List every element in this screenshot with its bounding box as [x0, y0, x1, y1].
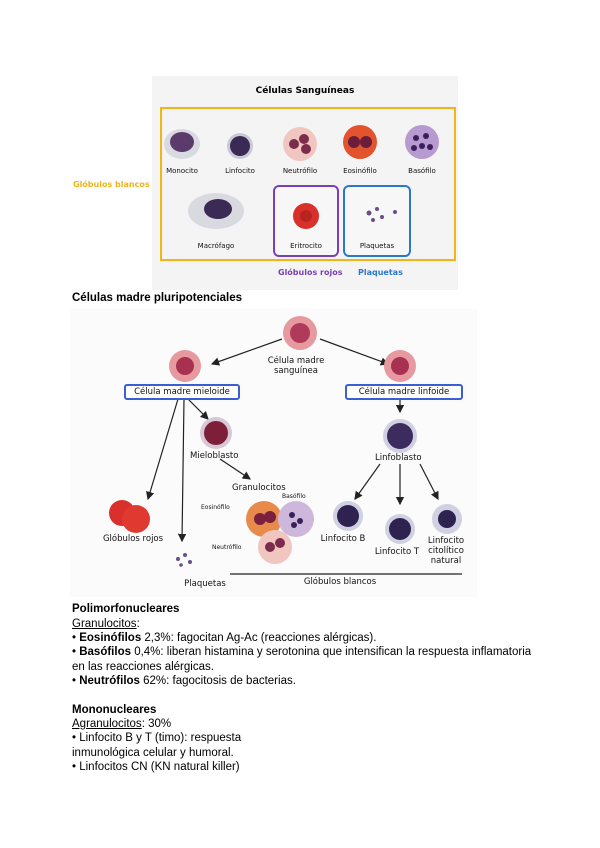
- neutrophil-label: Neutrófilo: [212, 544, 242, 551]
- figure1-cells: [164, 125, 439, 229]
- myeloid-box: Célula madre mieloide: [124, 384, 240, 400]
- poly-item-bold: Eosinófilos: [79, 632, 142, 644]
- poly-item-bold: Neutrófilos: [79, 675, 140, 687]
- cell-label-monocyte: Monocito: [166, 167, 198, 175]
- cell-label-neutrophil: Neutrófilo: [282, 167, 318, 175]
- erythrocyte-cell: [293, 203, 319, 229]
- platelets-label: Plaquetas: [358, 268, 403, 277]
- mono-line-2: inmunológica celular y humoral.: [72, 747, 234, 759]
- cell-label-lymphocyte: Linfocito: [225, 167, 255, 175]
- cell-label-basophil: Basófilo: [408, 167, 436, 175]
- poly-item-bold: Basófilos: [79, 646, 131, 658]
- red-cells-label-2: Glóbulos rojos: [102, 534, 164, 544]
- lymphoblast-label: Linfoblasto: [375, 453, 422, 463]
- basophil-label: Basófilo: [282, 493, 306, 500]
- cell-label-erythrocyte: Eritrocito: [290, 242, 322, 250]
- cell-label-eosinophil: Eosinófilo: [343, 167, 377, 175]
- lymphocyte-t-label: Linfocito T: [374, 547, 420, 557]
- figure1-title: Células Sanguíneas: [255, 86, 355, 96]
- poly-heading: Polimorfonucleares: [72, 603, 180, 615]
- eosinophil-label: Eosinófilo: [201, 504, 230, 511]
- mono-subheading-rest: : 30%: [141, 718, 172, 730]
- red-cells-label: Glóbulos rojos: [278, 268, 343, 277]
- nk-label: Linfocito citolítico natural: [427, 536, 465, 566]
- poly-item-neutrophils: • Neutrófilos 62%: fagocitosis de bacter…: [72, 675, 296, 687]
- white-cells-label: Glóbulos blancos: [73, 180, 150, 189]
- poly-subheading-line: Granulocitos:: [72, 618, 140, 630]
- stem-cell-label: Célula madre sanguínea: [267, 356, 325, 376]
- myeloblast-label: Mieloblasto: [190, 451, 239, 461]
- macrophage-cell: [188, 193, 244, 229]
- mono-heading: Mononucleares: [72, 704, 157, 716]
- eosinophil-cell: [343, 125, 377, 159]
- platelets-box: [343, 185, 411, 257]
- lymphocyte-cell: [227, 133, 253, 159]
- mono-subheading-line: Agranulocitos: 30%: [72, 717, 542, 732]
- hematopoiesis-diagram: [109, 316, 462, 575]
- mono-subheading: Agranulocitos: [72, 718, 142, 730]
- poly-item-text: 0,4%: liberan histamina y serotonina que…: [72, 646, 532, 673]
- mono-line-1: • Linfocito B y T (timo): respuesta: [72, 732, 242, 744]
- mono-line-3: • Linfocitos CN (KN natural killer): [72, 761, 240, 773]
- cell-label-platelets: Plaquetas: [359, 242, 395, 250]
- poly-item-basophils: • Basófilos 0,4%: liberan histamina y se…: [72, 646, 532, 673]
- poly-item-text: 2,3%: fagocitan Ag-Ac (reacciones alérgi…: [141, 632, 377, 644]
- granulocytes-label: Granulocitos: [232, 483, 286, 493]
- platelets-label-2: Plaquetas: [184, 579, 226, 589]
- lymphoid-box: Célula madre linfoide: [345, 384, 463, 400]
- platelets-cells: [366, 207, 397, 222]
- basophil-cell: [405, 125, 439, 159]
- neutrophil-cell: [283, 127, 317, 161]
- section-heading: Células madre pluripotenciales: [72, 292, 243, 304]
- cell-label-macrophage: Macrófago: [197, 242, 235, 250]
- white-cells-box: [160, 107, 456, 261]
- poly-item-eosinophils: • Eosinófilos 2,3%: fagocitan Ag-Ac (rea…: [72, 632, 377, 644]
- white-cells-label-2: Glóbulos blancos: [303, 577, 377, 587]
- monocyte-cell: [164, 129, 200, 159]
- poly-item-text: 62%: fagocitosis de bacterias.: [139, 675, 296, 687]
- lymphocyte-b-label: Linfocito B: [320, 534, 366, 544]
- poly-subheading: Granulocitos: [72, 618, 137, 630]
